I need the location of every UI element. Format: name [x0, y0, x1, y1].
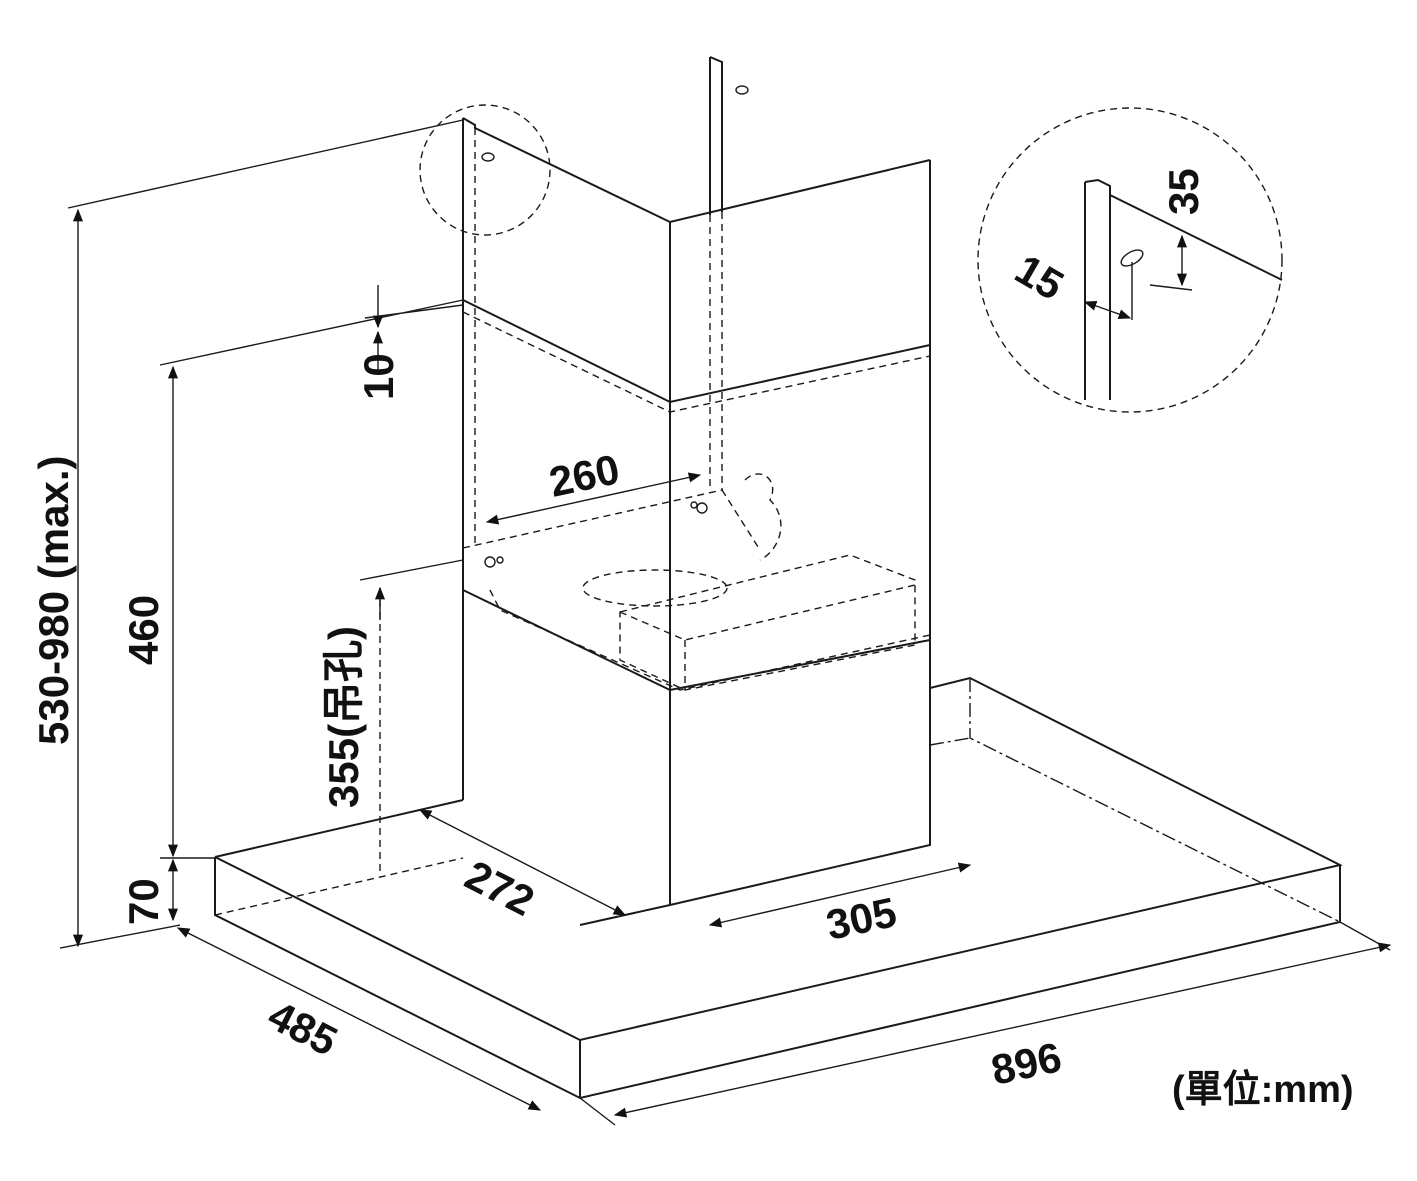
chimney [462, 56, 931, 906]
unit-label: (單位:mm) [1172, 1069, 1354, 1111]
label-hood-width: 896 [987, 1033, 1065, 1094]
label-total-height: 530-980 (max.) [30, 455, 77, 745]
detail-callout-circle [419, 104, 551, 236]
label-chimney-width: 305 [822, 888, 900, 949]
label-chimney-depth: 272 [458, 851, 542, 925]
detail-view [977, 107, 1283, 413]
dimension-lines [59, 119, 1392, 1126]
label-detail-horizontal: 15 [1008, 245, 1072, 309]
label-hanging-hole: 355(吊孔) [320, 626, 367, 808]
label-detail-vertical: 35 [1160, 168, 1207, 215]
label-hood-depth: 485 [261, 991, 345, 1065]
label-hood-thickness: 70 [120, 878, 167, 925]
label-chimney-height: 460 [120, 595, 167, 665]
label-overlap: 10 [355, 353, 402, 400]
label-hole-spacing: 260 [545, 445, 623, 506]
hood-base [214, 676, 1343, 1100]
